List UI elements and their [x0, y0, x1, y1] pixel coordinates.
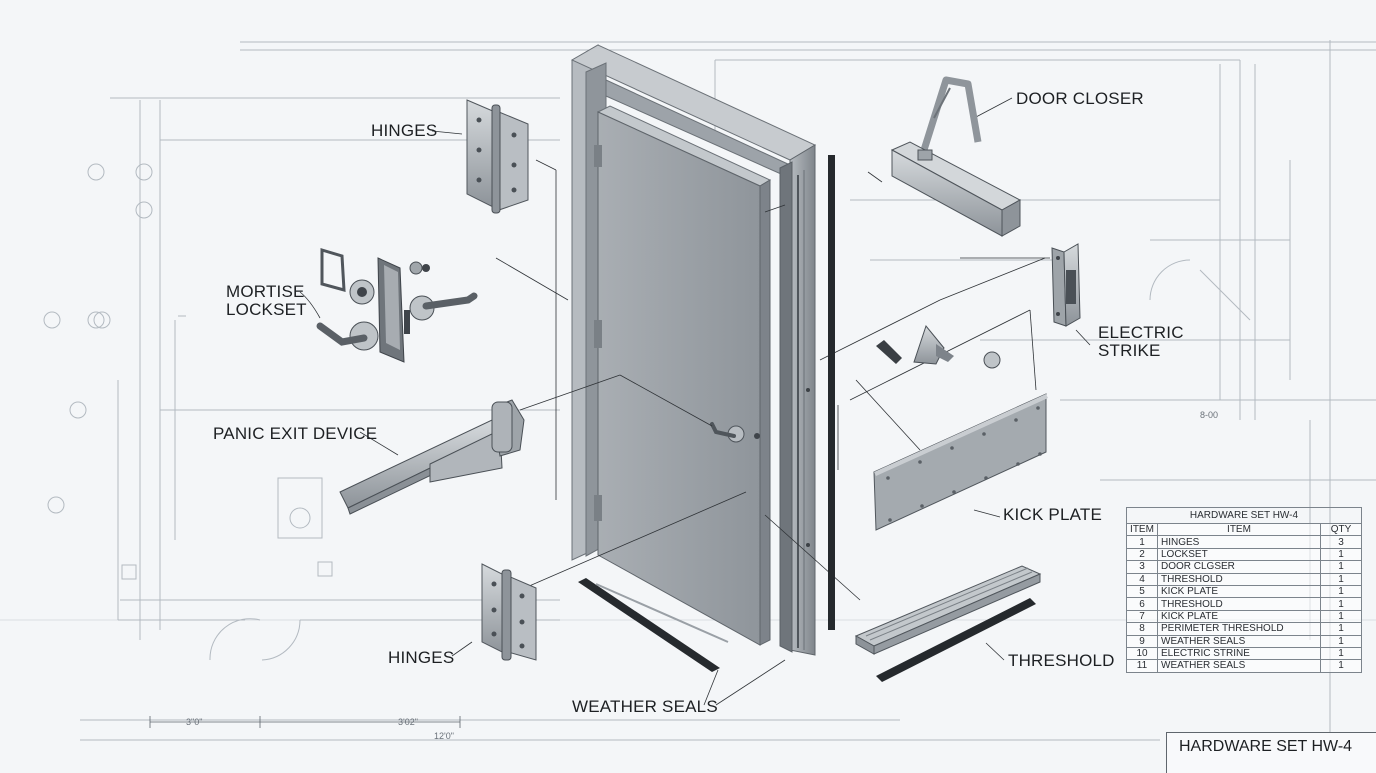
door-hinge-knuckle — [594, 320, 602, 348]
schedule-cell-qty: 1 — [1320, 597, 1362, 611]
panic-exit-device-part — [339, 399, 525, 515]
schedule-cell-qty: 1 — [1320, 560, 1362, 574]
label-weather-seals: WEATHER SEALS — [572, 697, 718, 716]
schedule-cell-item: LOCKSET — [1157, 547, 1321, 562]
door-leaf — [594, 105, 772, 646]
schedule-cell-number: 5 — [1126, 584, 1158, 599]
schedule-cell-qty: 1 — [1320, 659, 1362, 673]
schedule-cell-number: 10 — [1126, 646, 1158, 661]
title-block: HARDWARE SET HW-4 — [1166, 732, 1376, 773]
title-block-text: HARDWARE SET HW-4 — [1179, 738, 1353, 755]
schedule-cell-qty: 1 — [1320, 547, 1362, 562]
dim-mid-width: 3'02" — [398, 717, 418, 727]
schedule-cell-qty: 1 — [1320, 609, 1362, 624]
schedule-cell-number: 1 — [1126, 535, 1158, 549]
schedule-cell-number: 7 — [1126, 609, 1158, 624]
schedule-cell-item: HINGES — [1157, 535, 1321, 549]
dimension-lines — [149, 716, 461, 728]
frame-screw — [806, 388, 810, 392]
schedule-cell-number: 9 — [1126, 634, 1158, 648]
mortise-lockset-part — [316, 247, 478, 363]
schedule-header-number: ITEM — [1126, 522, 1158, 537]
schedule-cell-qty: 1 — [1320, 634, 1362, 648]
schedule-cell-item: KICK PLATE — [1157, 609, 1321, 624]
schedule-cell-number: 6 — [1126, 597, 1158, 611]
dim-total-width: 12'0" — [434, 731, 454, 741]
label-electric-line1: ELECTRIC — [1098, 323, 1184, 342]
door-hinge-knuckle — [594, 495, 602, 521]
schedule-cell-qty: 1 — [1320, 572, 1362, 586]
blueprint-background — [0, 40, 1376, 760]
weather-seals-part — [578, 155, 835, 672]
schedule-cell-item: KICK PLATE — [1157, 584, 1321, 599]
schedule-cell-qty: 1 — [1320, 622, 1362, 636]
label-panic-exit-device: PANIC EXIT DEVICE — [213, 424, 378, 443]
schedule-cell-number: 8 — [1126, 622, 1158, 636]
schedule-title: HARDWARE SET HW-4 — [1126, 507, 1362, 523]
label-mortise-line1: MORTISE — [226, 282, 305, 301]
label-mortise-lockset: MORTISE LOCKSET — [226, 283, 307, 319]
kick-plate-part — [873, 393, 1048, 531]
vertical-seal-strip — [828, 155, 835, 630]
label-door-closer: DOOR CLOSER — [1016, 89, 1144, 108]
schedule-cell-number: 4 — [1126, 572, 1158, 586]
dim-left-width: 3"0" — [186, 717, 203, 727]
door-closer-part — [890, 76, 1022, 237]
label-electric-line2: STRIKE — [1098, 341, 1161, 360]
schedule-header-qty: QTY — [1320, 522, 1362, 537]
schedule-header-row: ITEM ITEM QTY — [1126, 522, 1362, 537]
schedule-cell-item: THRESHOLD — [1157, 572, 1321, 586]
electric-strike-part — [1051, 243, 1081, 327]
door-lever-handle — [710, 422, 760, 443]
schedule-cell-qty: 1 — [1320, 584, 1362, 599]
dim-right: 8-00 — [1200, 410, 1219, 420]
hinge-bottom-part — [481, 563, 537, 661]
label-mortise-line2: LOCKSET — [226, 300, 307, 319]
schedule-cell-item: PERIMETER THRESHOLD — [1157, 622, 1321, 636]
label-kick-plate: KICK PLATE — [1003, 505, 1102, 524]
label-electric-strike: ELECTRIC STRIKE — [1098, 324, 1184, 360]
schedule-cell-number: 11 — [1126, 659, 1158, 673]
threshold-part — [854, 565, 1042, 682]
label-hinges-bottom: HINGES — [388, 648, 455, 667]
hinge-top-part — [466, 99, 529, 214]
door-hinge-knuckle — [594, 145, 602, 167]
schedule-cell-number: 3 — [1126, 560, 1158, 574]
door-stop-parts — [876, 324, 1001, 369]
schedule-header-item: ITEM — [1157, 522, 1321, 537]
leader-lines — [299, 97, 1091, 706]
schedule-cell-item: DOOR CLGSER — [1157, 560, 1321, 574]
schedule-cell-number: 2 — [1126, 547, 1158, 562]
label-threshold: THRESHOLD — [1008, 651, 1115, 670]
schedule-cell-item: THRESHOLD — [1157, 597, 1321, 611]
schedule-cell-item: WEATHER SEALS — [1157, 659, 1321, 673]
schedule-cell-qty: 3 — [1320, 535, 1362, 549]
schedule-cell-item: WEATHER SEALS — [1157, 634, 1321, 648]
schedule-cell-item: ELECTRIC STRINE — [1157, 646, 1321, 661]
label-hinges-top: HINGES — [371, 121, 438, 140]
frame-screw — [806, 543, 810, 547]
schedule-cell-qty: 1 — [1320, 646, 1362, 661]
